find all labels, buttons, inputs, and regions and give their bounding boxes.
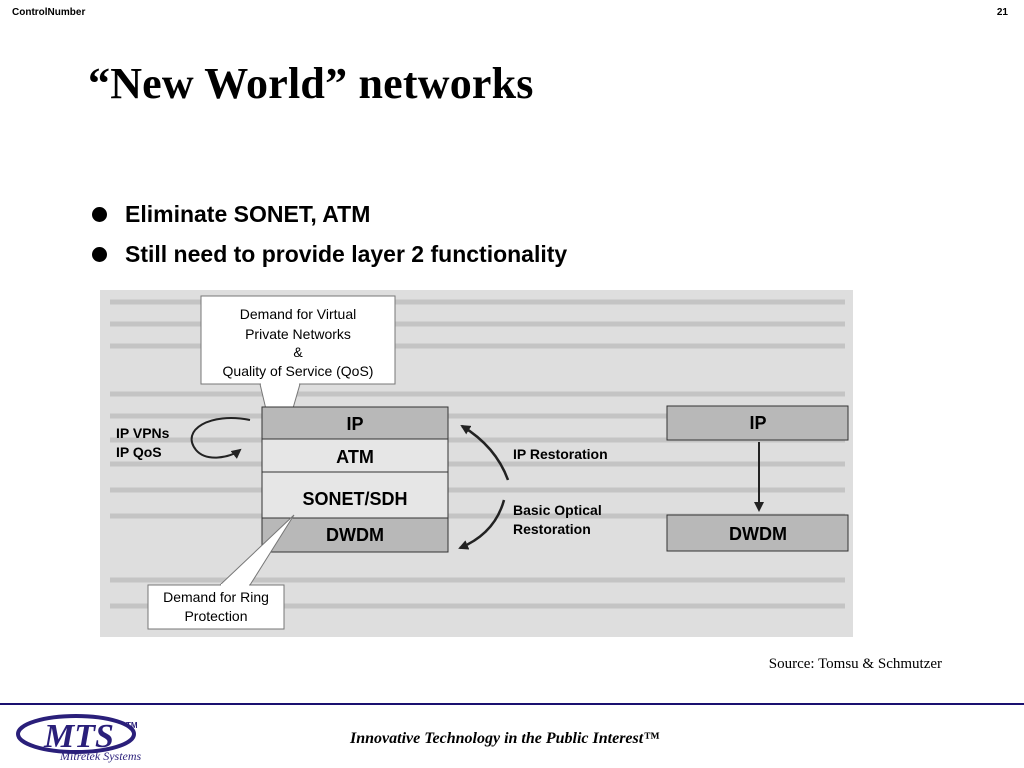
footer-divider [0, 703, 1024, 705]
logo-trademark: TM [126, 721, 138, 730]
right-ip-label: IP [749, 413, 766, 433]
callout-top-line: Quality of Service (QoS) [223, 363, 374, 379]
page-number: 21 [996, 7, 1008, 18]
slide-title: “New World” networks [88, 59, 534, 108]
bullet-item: Eliminate SONET, ATM [92, 194, 567, 234]
callout-top-line: Demand for Virtual [240, 306, 356, 322]
optical-restoration-label: Restoration [513, 521, 591, 537]
source-citation: Source: Tomsu & Schmutzer [768, 656, 942, 672]
bullet-text: Eliminate SONET, ATM [125, 200, 371, 227]
bullet-item: Still need to provide layer 2 functional… [92, 234, 567, 274]
ip-vpns-label: IP VPNs [116, 425, 170, 441]
loop-arrow-icon [190, 417, 251, 459]
bullet-dot-icon [92, 246, 107, 262]
callout-top-line: Private Networks [245, 326, 351, 342]
logo-subtext: Mitretek Systems [59, 749, 142, 763]
bullet-list: Eliminate SONET, ATM Still need to provi… [92, 194, 567, 274]
layer-sonet-label: SONET/SDH [302, 489, 407, 509]
mts-logo: MTS TM Mitretek Systems [16, 714, 142, 763]
right-layer-stack: IP DWDM [666, 405, 849, 552]
callout-vpn-qos: Demand for Virtual Private Networks & Qu… [200, 295, 396, 462]
footer-tagline: Innovative Technology in the Public Inte… [350, 730, 660, 747]
network-layers-figure: Demand for Virtual Private Networks & Qu… [100, 290, 853, 637]
layer-atm-label: ATM [336, 447, 374, 467]
left-layer-stack: IP ATM SONET/SDH DWDM [261, 406, 449, 553]
callout-bottom-line: Protection [184, 608, 247, 624]
logo-swoosh-icon [16, 714, 136, 754]
callout-ring-protection: Demand for Ring Protection [147, 514, 295, 630]
ip-restoration-label: IP Restoration [513, 446, 608, 462]
ip-qos-label: IP QoS [116, 444, 162, 460]
optical-restoration-label: Basic Optical [513, 502, 602, 518]
bullet-text: Still need to provide layer 2 functional… [125, 240, 568, 267]
network-layers-diagram: Demand for Virtual Private Networks & Qu… [110, 295, 849, 630]
layer-dwdm-label: DWDM [326, 525, 384, 545]
control-number: ControlNumber [12, 7, 86, 18]
ip-restoration-arrow-icon [460, 424, 510, 481]
callout-bottom-line: Demand for Ring [163, 589, 269, 605]
callout-top-line: & [293, 344, 303, 360]
optical-restoration-arrow-icon [458, 499, 506, 550]
right-dwdm-label: DWDM [729, 524, 787, 544]
bullet-dot-icon [92, 206, 107, 222]
layer-ip-label: IP [346, 414, 363, 434]
logo-text: MTS [43, 718, 114, 755]
